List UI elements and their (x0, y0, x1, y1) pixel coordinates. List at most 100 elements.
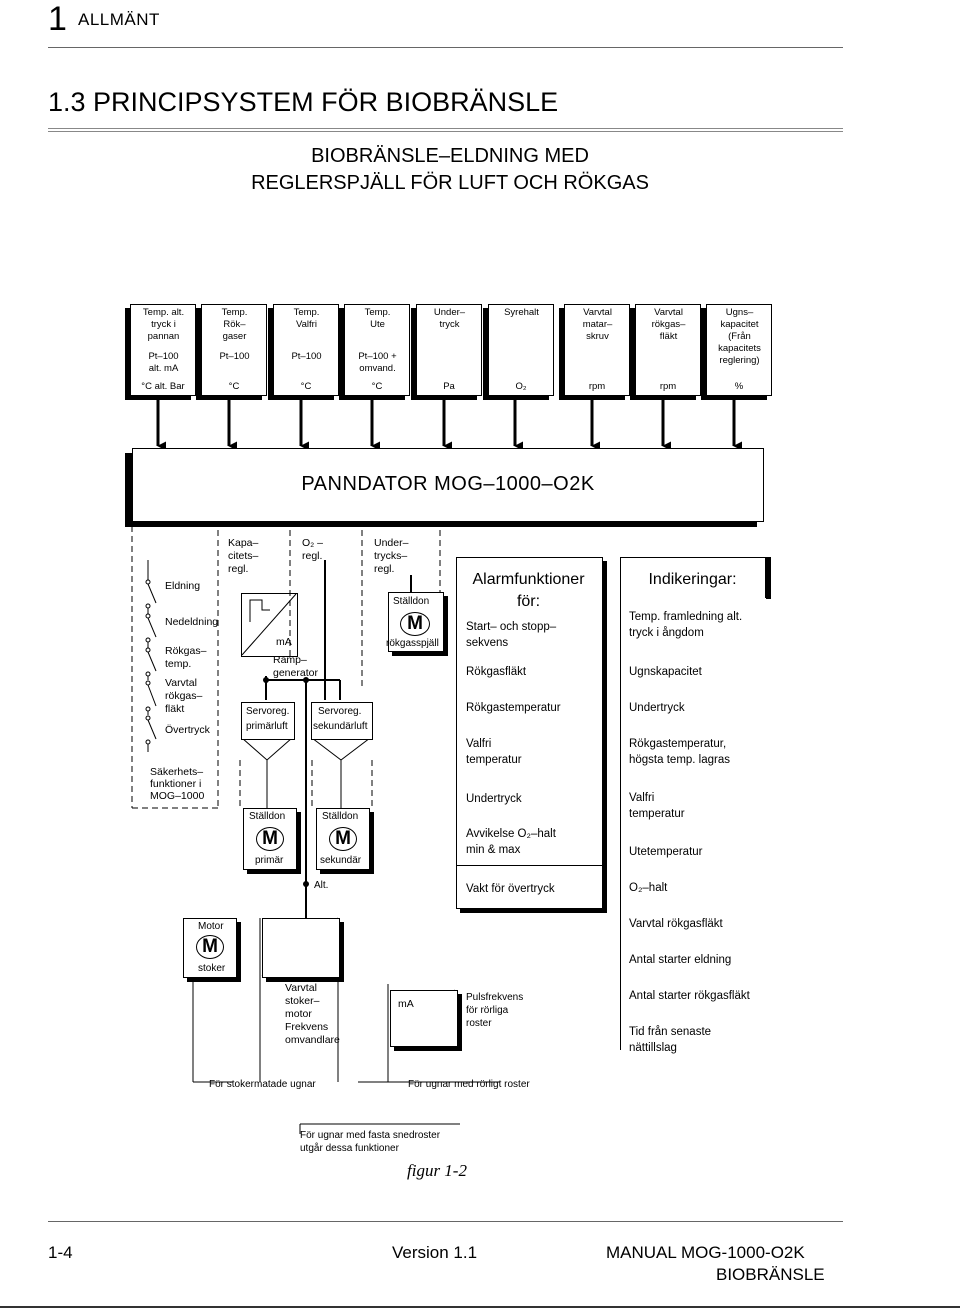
kapacitet-label-1: Kapa– (228, 537, 259, 549)
safety-temp: temp. (165, 658, 192, 670)
sensor-title-line: Ugns– (725, 307, 754, 318)
indication-item: O₂–halt (629, 882, 668, 894)
servo-sekundar-2: sekundärluft (313, 721, 368, 732)
sensor-title-line: matar– (582, 319, 613, 330)
sensor-title: Under–tryck (419, 307, 480, 331)
indication-item: tryck i ångdom (629, 627, 704, 639)
safety-caption-2: funktioner i (150, 778, 202, 790)
undertryck-label-2: trycks– (374, 550, 408, 562)
safety-flakt: fläkt (165, 703, 185, 715)
freq-label-4: Frekvens (285, 1021, 329, 1033)
stalldon-primar-label: Ställdon (249, 811, 286, 822)
sensor-title-line: reglering) (719, 355, 760, 366)
sensor-type-line: omvand. (359, 363, 396, 374)
indication-item: Tid från senaste (629, 1026, 712, 1038)
sensor-type: Pt–100 (204, 351, 265, 363)
stoker-label: stoker (198, 963, 226, 974)
sensor-unit: rpm (588, 381, 606, 392)
alarm-panel (456, 557, 603, 909)
sensor-title: Temp.Rök–gaser (204, 307, 265, 343)
sensor-title-line: kapacitets (718, 343, 761, 354)
sensor-title: Temp.Valfri (276, 307, 337, 331)
chapter-number: 1 (48, 0, 67, 38)
safety-overtryck: Övertryck (165, 724, 210, 736)
safety-caption-3: MOG–1000 (150, 790, 205, 802)
stalldon-sekundar-label: Ställdon (322, 811, 359, 822)
stalldon-label-1: Ställdon (393, 596, 430, 607)
sensor-title-line: kapacitet (720, 319, 759, 330)
sensor-title-line: Rök– (223, 319, 246, 330)
kapacitet-label-3: regl. (228, 563, 249, 575)
sensor-unit: °C (228, 381, 240, 392)
indication-item: Rökgastemperatur, (629, 738, 727, 750)
alarm-item: Valfri (466, 738, 492, 750)
header-rule (48, 47, 843, 48)
stoker-motor-icon: M (196, 935, 224, 959)
sensor-title-line: skruv (586, 331, 609, 342)
indication-item: Utetemperatur (629, 846, 703, 858)
indication-item: Temp. framledning alt. (629, 611, 743, 623)
section-rule (48, 128, 843, 132)
sensor-title-line: rökgas– (651, 319, 686, 330)
caption-stoker: För stokermatade ugnar (209, 1079, 316, 1090)
indication-item: Antal starter eldning (629, 954, 732, 966)
indication-item: Antal starter rökgasfläkt (629, 990, 750, 1002)
section-title: 1.3 PRINCIPSYSTEM FÖR BIOBRÄNSLE (48, 87, 559, 117)
sensor-type: Pt–100 (276, 351, 337, 363)
o2-label-2: regl. (302, 550, 323, 562)
panndator-label: PANNDATOR MOG–1000–O2K (301, 473, 595, 495)
sensor-type-line: Pt–100 (148, 351, 179, 362)
sensor-title-line: Syrehalt (504, 307, 539, 318)
stoker-motor-label: Motor (198, 921, 224, 932)
alarm-item: min & max (466, 844, 521, 856)
caption-rorligt: För ugnar med rörligt roster (408, 1079, 530, 1090)
pulse-label-2: för rörliga (466, 1005, 509, 1016)
motor-primar: M (256, 827, 284, 851)
safety-caption-1: Säkerhets– (150, 766, 204, 778)
note-line-1: För ugnar med fasta snedroster (300, 1130, 441, 1141)
sensor-unit: % (734, 381, 744, 392)
alarm-item: Start– och stopp– (466, 621, 557, 633)
sensor-title-line: pannan (147, 331, 180, 342)
chapter-title: ALLMÄNT (78, 10, 160, 29)
alarm-item: Rökgasfläkt (466, 666, 527, 678)
alarm-item: temperatur (466, 754, 522, 766)
alarm-title-1: Alarmfunktioner (472, 571, 585, 588)
frequency-converter-box (262, 918, 340, 978)
sensor-title-line: Temp. (221, 307, 248, 318)
indication-item: temperatur (629, 808, 685, 820)
sensor-title-line: fläkt (659, 331, 678, 342)
indication-item: Valfri (629, 792, 655, 804)
pulse-label-3: roster (466, 1018, 492, 1029)
safety-eldning: Eldning (165, 580, 201, 592)
safety-rokgas: Rökgas– (165, 645, 207, 657)
sensor-unit: Pa (443, 381, 455, 392)
sensor-unit: rpm (659, 381, 677, 392)
servo-primar-2: primärluft (246, 721, 288, 732)
sensor-unit: °C (300, 381, 312, 392)
alt-label: Alt. (314, 880, 329, 891)
alarm-title-2: för: (516, 593, 541, 610)
sensor-title-line: Ute (370, 319, 385, 330)
figure-caption: figur 1-2 (407, 1161, 467, 1180)
sensor-type-line: Pt–100 + (358, 351, 397, 362)
sensor-title-line: Under– (433, 307, 466, 318)
undertryck-label-1: Under– (374, 537, 409, 549)
freq-label-3: motor (285, 1008, 312, 1020)
indication-item: Ugnskapacitet (629, 666, 702, 678)
sensor-unit: °C alt. Bar (141, 381, 185, 392)
freq-label-2: stoker– (285, 995, 320, 1007)
sensor-type-line: alt. mA (148, 363, 179, 374)
sensor-title-line: Temp. (293, 307, 320, 318)
